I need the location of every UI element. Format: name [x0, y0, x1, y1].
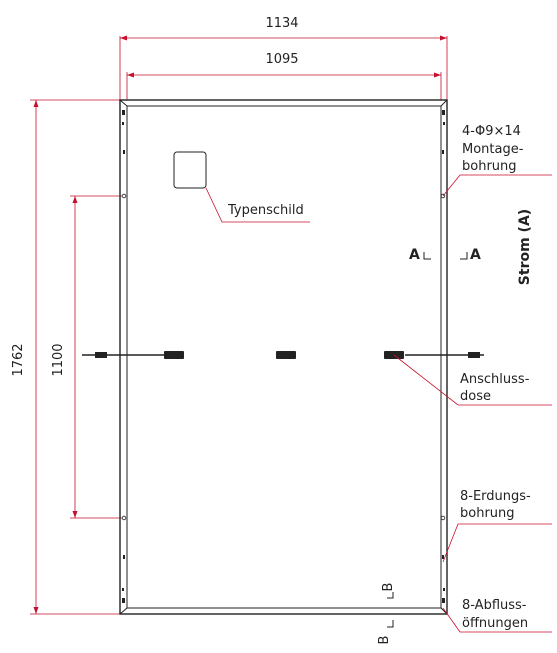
label-grounding-2: bohrung: [460, 506, 515, 521]
mounting-hole: [440, 515, 446, 521]
label-drain-1: 8-Abfluss-: [462, 598, 527, 613]
section-a-left-mark: [423, 252, 431, 260]
dimension-arrows: [33, 35, 447, 614]
leader-junction: [393, 354, 552, 406]
dim-hole-spacing: 1100: [51, 343, 66, 376]
leader-mounting: [442, 174, 552, 197]
dim-overall-width: 1134: [265, 16, 298, 31]
section-b-bottom-mark: [387, 620, 394, 628]
connector-left: [95, 352, 107, 358]
label-mounting-1: 4-Φ9×14: [462, 124, 521, 139]
leader-lines: [205, 174, 552, 633]
dim-overall-height: 1762: [11, 343, 26, 376]
junction-box-left: [164, 351, 184, 359]
section-a-right-mark: [460, 252, 468, 260]
label-junction-2: dose: [460, 389, 491, 404]
mounting-hole: [121, 193, 127, 199]
drain-marks: [122, 110, 445, 603]
junction-box-center: [276, 351, 296, 359]
dimension-lines: [30, 36, 448, 615]
frame-outer: [119, 99, 448, 615]
label-drain-2: öffnungen: [462, 616, 528, 631]
label-section-a-left: A: [409, 247, 420, 263]
cables: [82, 351, 484, 359]
connector-right: [468, 352, 480, 358]
nameplate-box: [173, 151, 207, 189]
grounding-holes: [123, 150, 444, 559]
leader-drain: [442, 607, 552, 633]
label-grounding-1: 8-Erdungs-: [460, 489, 531, 504]
leader-nameplate: [205, 187, 310, 223]
panel-frame: [119, 99, 448, 615]
dim-frame-width: 1095: [265, 52, 298, 67]
label-section-b-bottom: B: [377, 636, 392, 645]
label-mounting-2: Montage-: [462, 142, 524, 157]
label-nameplate: Typenschild: [227, 203, 304, 218]
label-section-a-right: A: [470, 247, 481, 263]
section-b-top-mark: [387, 592, 394, 599]
section-marks: [387, 252, 468, 628]
mounting-hole: [121, 515, 127, 521]
label-junction-1: Anschluss-: [460, 372, 530, 387]
label-section-b-top: B: [381, 583, 396, 592]
label-current: Strom (A): [517, 209, 533, 285]
label-mounting-3: bohrung: [462, 159, 517, 174]
leader-grounding: [442, 523, 552, 563]
frame-inner: [126, 105, 442, 609]
